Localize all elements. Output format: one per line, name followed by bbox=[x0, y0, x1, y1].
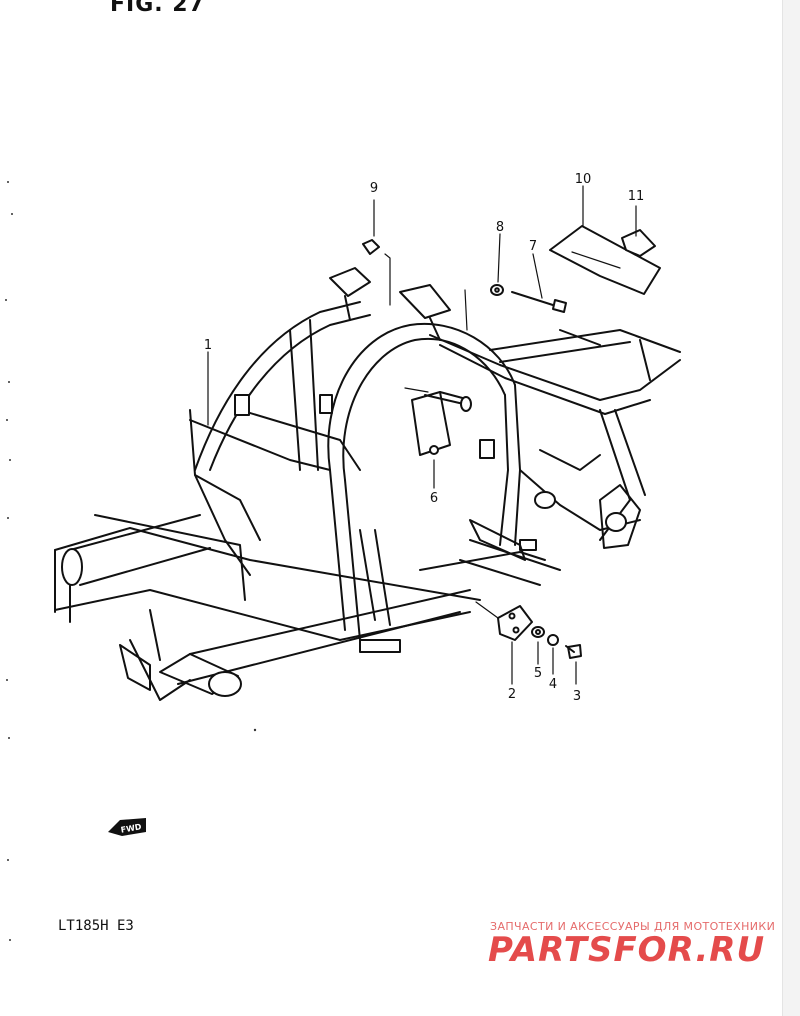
nut-9 bbox=[362, 239, 468, 331]
callout-9: 9 bbox=[370, 181, 378, 196]
main-frame bbox=[54, 267, 681, 701]
page-edge-strip bbox=[782, 0, 800, 1016]
callout-6: 6 bbox=[430, 491, 438, 506]
plate-bolt-3 bbox=[565, 644, 582, 659]
callout-8: 8 bbox=[496, 220, 504, 235]
engine-mount-bracket bbox=[404, 387, 472, 456]
long-bolt-7 bbox=[511, 291, 567, 313]
callout-4: 4 bbox=[549, 677, 557, 692]
callout-leaders bbox=[207, 185, 637, 685]
callout-7: 7 bbox=[529, 239, 537, 254]
model-code: LT185H E3 bbox=[58, 918, 134, 934]
watermark-tagline: ЗАПЧАСТИ И АКСЕССУАРЫ ДЛЯ МОТОТЕХНИКИ bbox=[490, 920, 776, 933]
callout-5: 5 bbox=[534, 666, 542, 681]
forward-arrow-label: FWD bbox=[120, 822, 143, 835]
figure-title: FIG. 27 bbox=[110, 0, 205, 17]
cover-10 bbox=[549, 225, 661, 295]
callout-11: 11 bbox=[628, 189, 645, 204]
plate-washer-4 bbox=[547, 634, 559, 646]
footrest-plate bbox=[475, 601, 533, 641]
callout-1: 1 bbox=[204, 338, 212, 353]
frame-exploded-diagram: 1 2 3 4 5 6 7 8 9 10 11 FWD bbox=[5, 172, 681, 941]
callout-2: 2 bbox=[508, 687, 516, 702]
diagram-page bbox=[0, 0, 782, 1016]
clip-11 bbox=[621, 229, 656, 257]
plate-washer-5 bbox=[531, 626, 545, 638]
washer-8 bbox=[490, 284, 504, 296]
callout-3: 3 bbox=[573, 689, 581, 704]
forward-arrow-icon: FWD bbox=[108, 818, 146, 836]
scan-specks bbox=[5, 181, 257, 941]
callout-10: 10 bbox=[575, 172, 592, 187]
watermark-brand: PARTSFOR.RU bbox=[488, 930, 766, 970]
